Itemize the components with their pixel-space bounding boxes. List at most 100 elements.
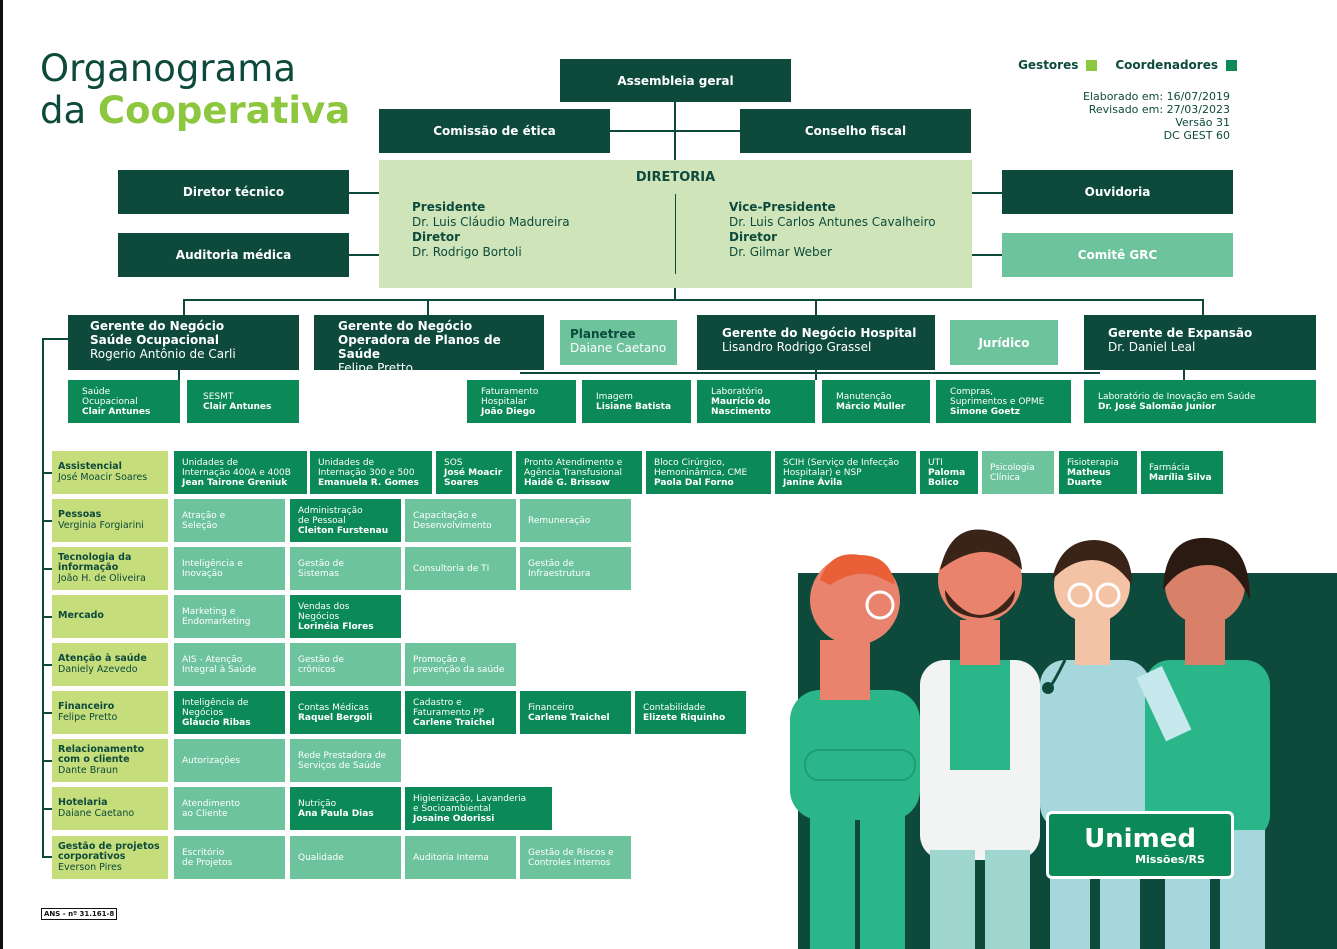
cell-text: Fisioterapia	[1067, 457, 1119, 468]
diretor1-label: Diretor	[412, 230, 461, 244]
assembleia-box[interactable]: Assembleia geral	[560, 59, 791, 102]
cell-text: Clínica	[990, 472, 1020, 483]
cell-consultoria-ti[interactable]: Consultoria de TI	[405, 547, 516, 590]
cell-person: Janine Ávila	[783, 477, 843, 488]
cell-auditoria-interna[interactable]: Auditoria Interna	[405, 836, 516, 879]
connector	[815, 370, 817, 380]
cell-person: Lorinéia Flores	[298, 621, 374, 632]
conselho-fiscal-box[interactable]: Conselho fiscal	[740, 109, 971, 153]
planetree-box[interactable]: Planetree Daiane Caetano	[560, 320, 677, 365]
diretor2-label: Diretor	[729, 230, 778, 244]
connector	[42, 856, 52, 858]
comite-grc-box[interactable]: Comitê GRC	[1002, 233, 1233, 277]
connector	[42, 338, 44, 858]
version: Versão 31	[1175, 116, 1230, 129]
connector	[815, 299, 817, 315]
auditoria-medica-box[interactable]: Auditoria médica	[118, 233, 349, 277]
dept-mercado[interactable]: Mercado	[52, 595, 168, 638]
gerente-operadora[interactable]: Gerente do Negócio Operadora de Planos d…	[314, 315, 544, 375]
coord-name: Maurício do	[711, 396, 771, 407]
legend-coordenadores-swatch	[1226, 59, 1237, 71]
presidente-name: Dr. Luis Cláudio Madureira	[412, 215, 570, 229]
doctor-illustration	[920, 529, 1040, 949]
cell-text: Infraestrutura	[528, 568, 591, 579]
gerente-hospital[interactable]: Gerente do Negócio Hospital Lisandro Rod…	[697, 315, 935, 370]
cell-remuneracao[interactable]: Remuneração	[520, 499, 631, 542]
gerente-title: Gerente de Expansão	[1108, 326, 1253, 340]
cell-text: Cadastro e	[413, 697, 462, 708]
cell-text: Pronto Atendimento e	[524, 457, 623, 468]
cell-person: Paloma	[928, 467, 966, 478]
cell-autorizacoes[interactable]: Autorizações	[174, 739, 285, 782]
cell-text: Promoção e	[413, 654, 466, 665]
legend-coordenadores-label: Coordenadores	[1115, 58, 1218, 72]
cell-text: Negócios	[298, 611, 340, 622]
connector	[610, 130, 740, 132]
etica-box[interactable]: Comissão de ética	[379, 109, 610, 153]
cell-text: Gestão de	[298, 558, 344, 569]
diretoria-box[interactable]: DIRETORIA Presidente Dr. Luis Cláudio Ma…	[379, 160, 972, 288]
ouvidoria-box[interactable]: Ouvidoria	[1002, 170, 1233, 214]
cell-qualidade[interactable]: Qualidade	[290, 836, 401, 879]
connector	[427, 299, 429, 315]
cell-text: Unidades de	[318, 457, 375, 468]
diretor-tecnico-box[interactable]: Diretor técnico	[118, 170, 349, 214]
cell-text: Auditoria Interna	[413, 852, 489, 863]
cell-person: Haidê G. Brissow	[524, 477, 610, 488]
juridico-box[interactable]: Jurídico	[950, 320, 1058, 365]
connector	[1202, 299, 1204, 315]
connector	[520, 372, 1100, 374]
gerente-saude-ocupacional[interactable]: Gerente do Negócio Saúde Ocupacional Rog…	[68, 315, 299, 370]
coord-unit: SESMT	[203, 391, 234, 402]
gerente-expansao[interactable]: Gerente de Expansão Dr. Daniel Leal	[1084, 315, 1316, 370]
